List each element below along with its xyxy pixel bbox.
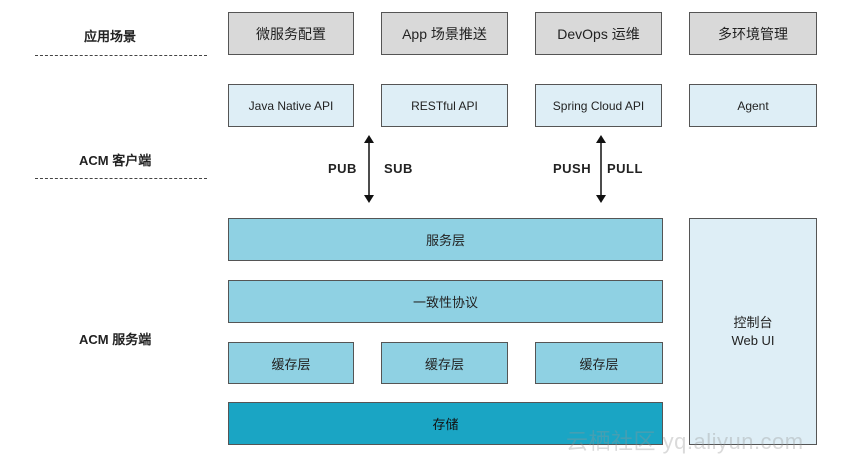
- cache-layer-3: 缓存层: [535, 342, 663, 384]
- client-restful-api: RESTful API: [381, 84, 508, 127]
- arrow-label-push: PUSH: [553, 161, 592, 176]
- double-arrow-right-icon: [596, 135, 606, 203]
- client-java-native-api: Java Native API: [228, 84, 354, 127]
- arrow-label-sub: SUB: [384, 161, 413, 176]
- console-web-ui: 控制台 Web UI: [689, 218, 817, 445]
- client-agent: Agent: [689, 84, 817, 127]
- scenario-multi-env: 多环境管理: [689, 12, 817, 55]
- scenario-devops: DevOps 运维: [535, 12, 662, 55]
- cache-layer-2: 缓存层: [381, 342, 508, 384]
- arrow-label-pull: PULL: [607, 161, 643, 176]
- client-spring-cloud-api: Spring Cloud API: [535, 84, 662, 127]
- storage-layer: 存储: [228, 402, 663, 445]
- row-label-acm-client: ACM 客户端: [79, 153, 152, 168]
- double-arrow-left-icon: [364, 135, 374, 203]
- row-label-acm-server: ACM 服务端: [79, 332, 152, 347]
- arrow-label-pub: PUB: [328, 161, 357, 176]
- scenario-app-push: App 场景推送: [381, 12, 508, 55]
- console-label: 控制台: [733, 314, 773, 330]
- scenario-microservice-config: 微服务配置: [228, 12, 354, 55]
- row-label-app-scenarios: 应用场景: [84, 29, 137, 44]
- service-layer: 服务层: [228, 218, 663, 261]
- console-web-ui-label: Web UI: [731, 332, 775, 348]
- divider-app-scenarios: [35, 55, 207, 56]
- cache-layer-1: 缓存层: [228, 342, 354, 384]
- consistency-protocol-layer: 一致性协议: [228, 280, 663, 323]
- watermark: 云栖社区 yq.aliyun.com: [566, 429, 804, 454]
- divider-acm-client: [35, 178, 207, 179]
